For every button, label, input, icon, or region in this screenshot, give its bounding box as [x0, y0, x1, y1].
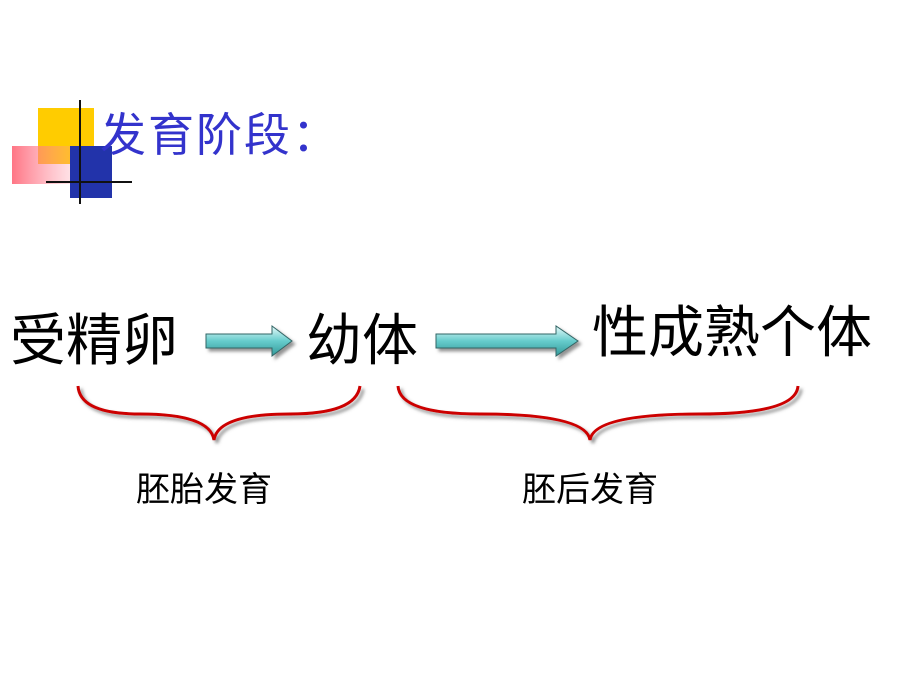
arrow-1 — [205, 325, 293, 357]
brace-embryonic — [76, 385, 362, 441]
brace-postembryonic — [396, 385, 800, 441]
title-decoration — [12, 100, 132, 204]
slide-title: 发育阶段： — [100, 108, 340, 162]
stage-larva: 幼体 — [306, 309, 418, 374]
stage-fertilized-egg: 受精卵 — [10, 309, 178, 374]
red-square — [12, 146, 78, 184]
arrow-2 — [435, 325, 579, 357]
stage-mature-adult: 性成熟个体 — [592, 301, 872, 366]
phase-postembryonic-development: 胚后发育 — [522, 470, 658, 510]
blue-square — [70, 146, 112, 198]
phase-embryonic-development: 胚胎发育 — [136, 470, 272, 510]
